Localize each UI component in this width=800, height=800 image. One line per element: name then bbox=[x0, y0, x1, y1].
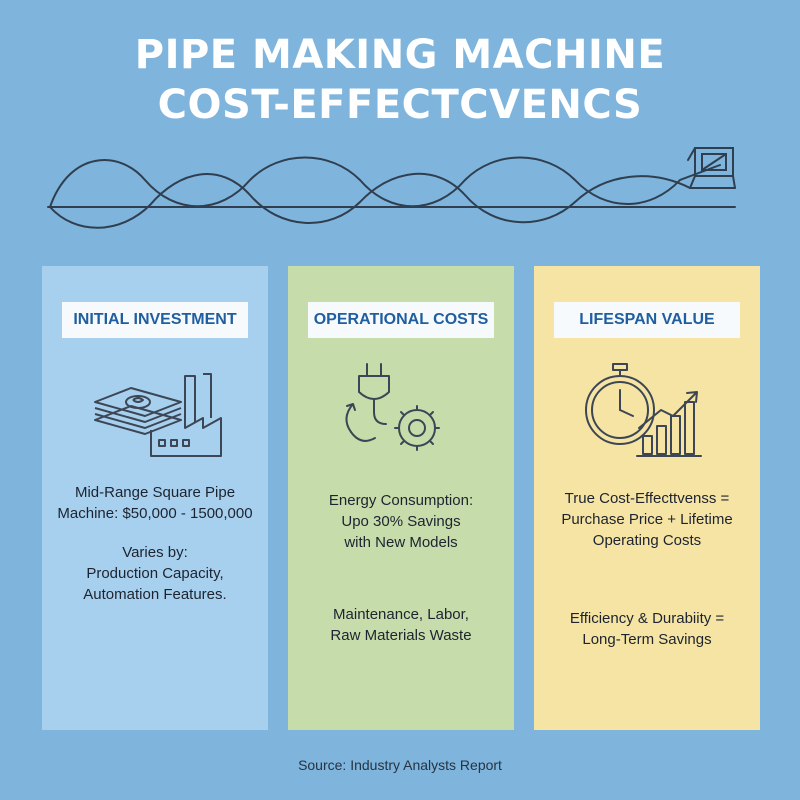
text-line: Raw Materials Waste bbox=[330, 627, 472, 644]
title-line-1: PIPE MAKING MACHINE bbox=[134, 32, 666, 78]
text-line: with New Models bbox=[344, 534, 458, 551]
efficiency-text: Efficiency & Durabiity = Long-Term Savin… bbox=[534, 608, 760, 650]
true-cost-text: True Cost-Effecttvenss = Purchase Price … bbox=[534, 488, 760, 551]
text-line: Purchase Price + Lifetime bbox=[561, 511, 733, 528]
text-line: Long-Term Savings bbox=[582, 631, 712, 648]
initial-investment-panel: INITIAL INVESTMENT Mid-Range Square Pipe… bbox=[42, 266, 268, 730]
panel-heading: OPERATIONAL COSTS bbox=[308, 302, 494, 338]
text-line: Mid-Range Square Pipe bbox=[74, 484, 236, 501]
text-line: Production Capacity, bbox=[86, 565, 224, 582]
energy-consumption-text: Energy Consumption: Upo 30% Savings with… bbox=[288, 490, 514, 553]
text-line: Varies by: bbox=[122, 544, 188, 561]
investment-factors-text: Varies by: Production Capacity, Automati… bbox=[42, 542, 268, 605]
stopwatch-growth-icon bbox=[585, 363, 702, 457]
lifespan-value-panel: LIFESPAN VALUE True Cost-Effecttvenss = … bbox=[534, 266, 760, 730]
operational-costs-panel: OPERATIONAL COSTS Energy Consumption: Up… bbox=[288, 266, 514, 730]
pipe-wave-icon bbox=[47, 147, 736, 229]
money-factory-icon bbox=[94, 373, 222, 457]
investment-price-text: Mid-Range Square Pipe Machine: $50,000 -… bbox=[42, 482, 268, 524]
text-line: Automation Features. bbox=[83, 586, 227, 603]
panel-heading: INITIAL INVESTMENT bbox=[62, 302, 248, 338]
text-line: Operating Costs bbox=[592, 532, 702, 549]
text-line: Energy Consumption: bbox=[328, 492, 474, 509]
text-line: Upo 30% Savings bbox=[341, 513, 461, 530]
text-line: True Cost-Effecttvenss = bbox=[564, 490, 730, 507]
text-line: Machine: $50,000 - 1500,000 bbox=[57, 505, 253, 522]
text-line: Maintenance, Labor, bbox=[333, 606, 469, 623]
source-caption: Source: Industry Analysts Report bbox=[298, 757, 502, 773]
title-line-2: COST-EFFECTCVENCS bbox=[157, 82, 643, 128]
maintenance-text: Maintenance, Labor, Raw Materials Waste bbox=[288, 604, 514, 646]
panel-heading: LIFESPAN VALUE bbox=[554, 302, 740, 338]
plug-gear-icon bbox=[345, 363, 440, 451]
page-title: PIPE MAKING MACHINE COST-EFFECTCVENCS bbox=[0, 30, 800, 130]
text-line: Efficiency & Durabiity = bbox=[569, 610, 725, 627]
